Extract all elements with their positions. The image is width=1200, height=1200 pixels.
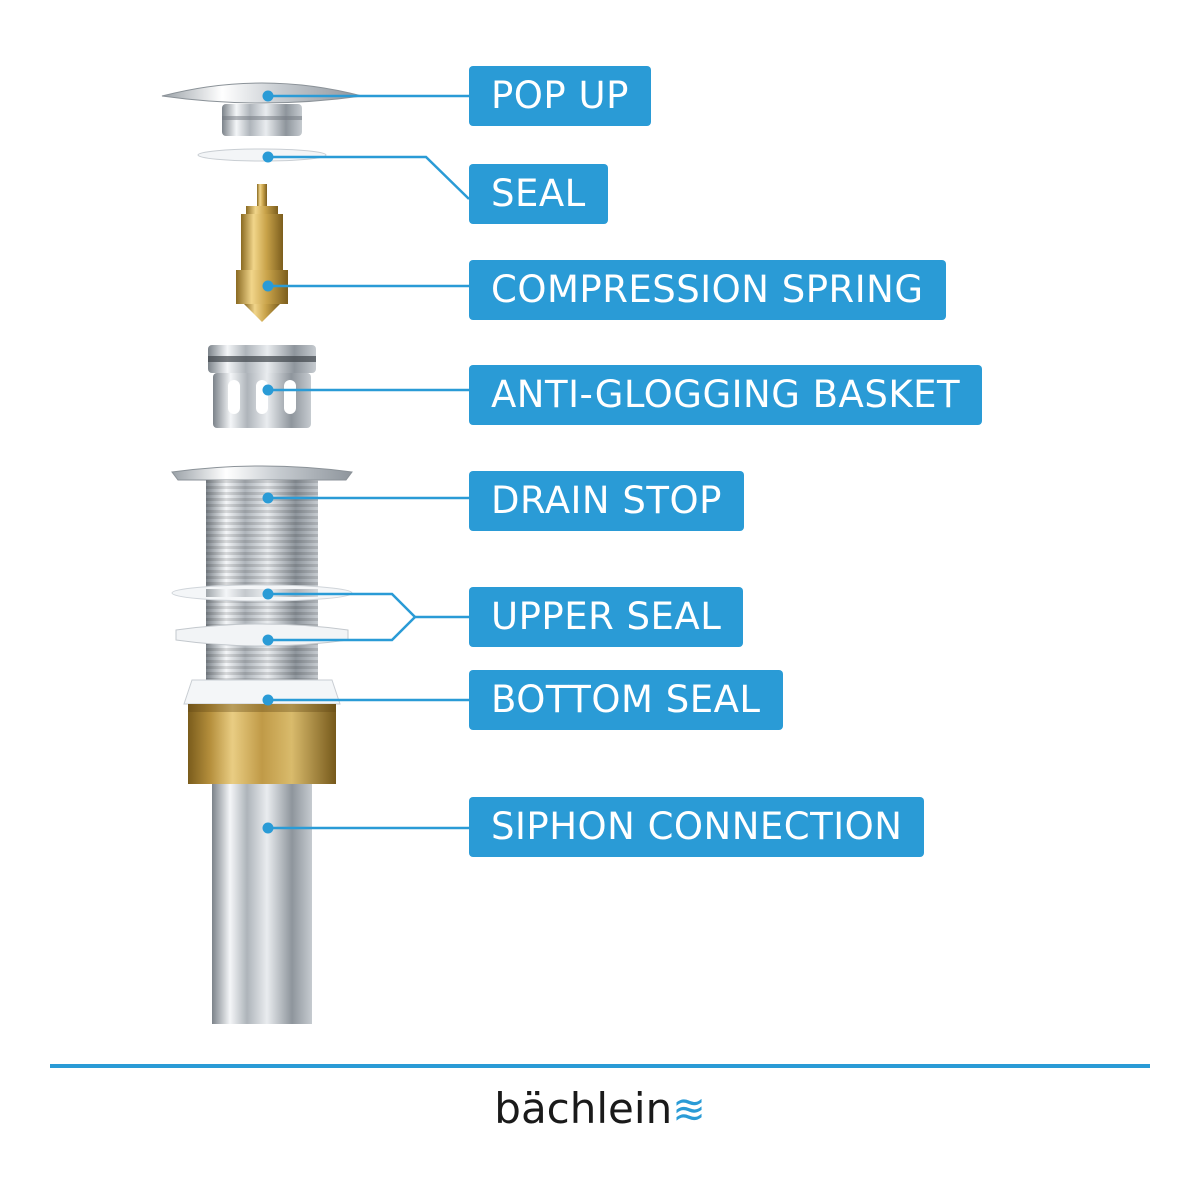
footer-divider bbox=[50, 1064, 1150, 1068]
label-pop-up: POP UP bbox=[469, 66, 651, 126]
brand-logo: bächlein≋ bbox=[0, 1084, 1200, 1133]
basket-part bbox=[208, 345, 316, 428]
water-wave-icon: ≋ bbox=[672, 1087, 706, 1133]
label-anti-clogging-basket: ANTI-GLOGGING BASKET bbox=[469, 365, 982, 425]
brand-name: bächlein bbox=[494, 1084, 672, 1133]
label-upper-seal: UPPER SEAL bbox=[469, 587, 743, 647]
label-bottom-seal: BOTTOM SEAL bbox=[469, 670, 783, 730]
brass-nut bbox=[188, 704, 336, 784]
siphon-tube bbox=[212, 784, 312, 1024]
compression-spring-part bbox=[236, 184, 288, 322]
label-drain-stop: DRAIN STOP bbox=[469, 471, 744, 531]
label-compression-spring: COMPRESSION SPRING bbox=[469, 260, 946, 320]
seal-disc bbox=[198, 149, 326, 161]
label-seal: SEAL bbox=[469, 164, 608, 224]
label-siphon-connection: SIPHON CONNECTION bbox=[469, 797, 924, 857]
pop-up-cap bbox=[162, 83, 362, 136]
